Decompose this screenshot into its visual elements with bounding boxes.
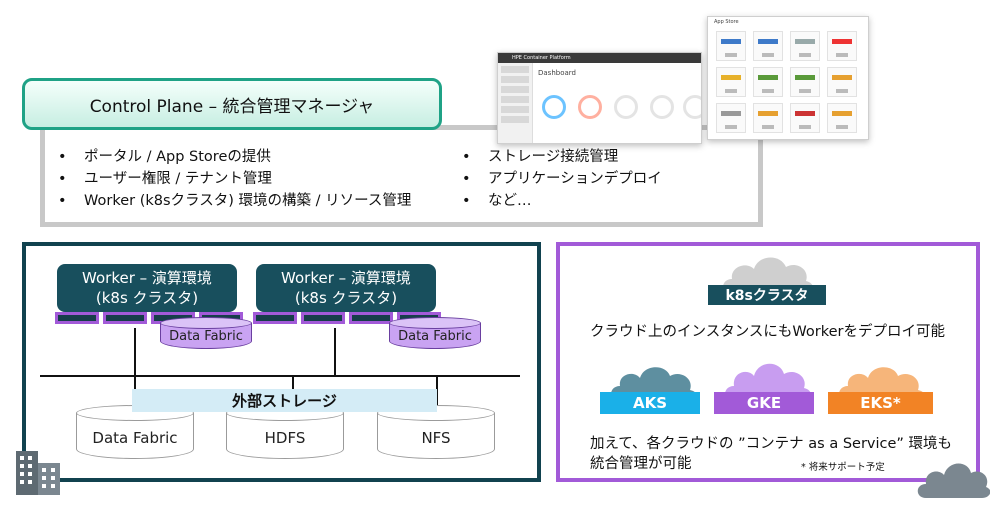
appstore-heading: App Store [714, 19, 739, 25]
app-tile [753, 67, 783, 97]
app-tile [716, 31, 746, 61]
feature-item: ポータル / App Storeの提供 [58, 146, 411, 168]
storage-cylinder: HDFS [226, 405, 344, 461]
app-tile [790, 31, 820, 61]
worker-subtitle: (k8s クラスタ) [95, 289, 199, 307]
feature-item: など… [462, 190, 662, 212]
dashboard-gauge [614, 95, 638, 119]
storage-label: NFS [421, 429, 451, 447]
storage-label: Data Fabric [92, 429, 178, 447]
cloud-caas-text: 加えて、各クラウドの ”コンテナ as a Service” 環境も [590, 436, 953, 452]
worker-box: Worker – 演算環境 (k8s クラスタ) [57, 264, 237, 312]
dashboard-screenshot: HPE Container Platform Dashboard [497, 52, 702, 144]
provider-badge-gke: GKE [714, 392, 814, 414]
building-icon [16, 451, 60, 495]
provider-badge-eks: EKS* [828, 392, 933, 414]
connector-line [436, 376, 438, 408]
app-tile [716, 67, 746, 97]
connector-line [334, 328, 336, 376]
feature-list-right: ストレージ接続管理 アプリケーションデプロイ など… [462, 146, 662, 212]
node-slot [253, 312, 297, 324]
node-slot [349, 312, 393, 324]
cloud-icon [917, 463, 990, 498]
cloud-caas-text-2: 統合管理が可能 [590, 456, 692, 472]
feature-item: Worker (k8sクラスタ) 環境の構築 / リソース管理 [58, 190, 411, 212]
node-slot [103, 312, 147, 324]
storage-cylinder: Data Fabric [76, 405, 194, 461]
worker-subtitle: (k8s クラスタ) [294, 289, 398, 307]
app-tile [790, 67, 820, 97]
app-tile [827, 67, 857, 97]
feature-item: ストレージ接続管理 [462, 146, 662, 168]
app-tile [827, 31, 857, 61]
future-support-note: * 将来サポート予定 [801, 462, 885, 473]
worker-box: Worker – 演算環境 (k8s クラスタ) [256, 264, 436, 312]
provider-badge-aks: AKS [600, 392, 700, 414]
storage-label: HDFS [264, 429, 306, 447]
connector-line [134, 328, 136, 376]
appstore-screenshot: App Store [707, 16, 869, 140]
storage-cylinder: NFS [377, 405, 495, 461]
data-fabric-label: Data Fabric [398, 329, 472, 344]
k8s-cluster-badge: k8sクラスタ [708, 285, 826, 305]
worker-title: Worker – 演算環境 [281, 269, 411, 287]
app-tile [716, 103, 746, 133]
cloud-panel [556, 242, 980, 482]
dashboard-gauge [578, 95, 602, 119]
node-slot [55, 312, 99, 324]
external-storage-label: 外部ストレージ [132, 389, 437, 412]
data-fabric-cylinder: Data Fabric [160, 317, 252, 353]
dashboard-heading: Dashboard [538, 69, 576, 77]
worker-title: Worker – 演算環境 [82, 269, 212, 287]
feature-item: アプリケーションデプロイ [462, 168, 662, 190]
network-bus-line [40, 375, 520, 377]
app-tile [753, 31, 783, 61]
app-tile [827, 103, 857, 133]
dashboard-gauge [650, 95, 674, 119]
feature-item: ユーザー権限 / テナント管理 [58, 168, 411, 190]
dashboard-gauge [542, 95, 566, 119]
dashboard-sidebar [498, 63, 533, 143]
dashboard-app-title: HPE Container Platform [498, 53, 701, 63]
node-slot [301, 312, 345, 324]
control-plane-header: Control Plane – 統合管理マネージャ [22, 78, 442, 130]
data-fabric-cylinder: Data Fabric [389, 317, 481, 353]
feature-list-left: ポータル / App Storeの提供 ユーザー権限 / テナント管理 Work… [58, 146, 411, 212]
app-tile [790, 103, 820, 133]
dashboard-gauge [683, 95, 701, 119]
cloud-description: クラウド上のインスタンスにもWorkerをデプロイ可能 [590, 324, 946, 340]
app-tile [753, 103, 783, 133]
worker-panel [22, 242, 541, 482]
data-fabric-label: Data Fabric [169, 329, 243, 344]
